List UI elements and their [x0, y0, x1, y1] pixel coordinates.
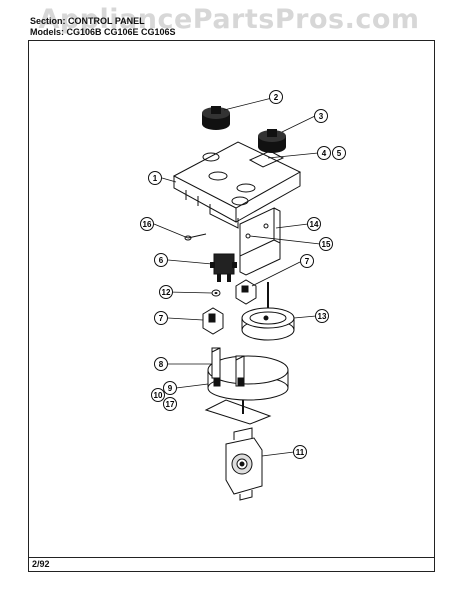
svg-text:17: 17 — [166, 400, 175, 409]
callout-12: 12 — [159, 285, 173, 299]
callout-15: 15 — [319, 237, 333, 251]
svg-text:11: 11 — [296, 448, 305, 457]
svg-text:12: 12 — [162, 288, 171, 297]
section-title: Section: CONTROL PANEL — [30, 16, 145, 26]
timer-motor-part-13 — [241, 282, 295, 341]
knob-part-3 — [258, 129, 286, 153]
callout-4: 4 — [317, 146, 331, 160]
screw-part-16 — [184, 233, 207, 241]
terminal-block-part-7-upper — [235, 279, 257, 305]
svg-text:1: 1 — [153, 174, 158, 183]
diagram-frame — [28, 40, 435, 558]
callout-14: 14 — [307, 217, 321, 231]
knob-part-2 — [202, 106, 230, 130]
bracket-part-14 — [239, 207, 281, 276]
svg-text:15: 15 — [322, 240, 331, 249]
svg-text:14: 14 — [310, 220, 319, 229]
svg-text:7: 7 — [159, 314, 164, 323]
callout-16: 16 — [140, 217, 154, 231]
svg-text:10: 10 — [154, 391, 163, 400]
callout-6: 6 — [154, 253, 168, 267]
control-panel-housing-part-1 — [172, 141, 302, 229]
svg-text:4: 4 — [322, 149, 327, 158]
svg-text:8: 8 — [159, 360, 164, 369]
callout-17: 17 — [163, 397, 177, 411]
svg-text:16: 16 — [143, 220, 152, 229]
callout-7-upper: 7 — [300, 254, 314, 268]
callout-7-lower: 7 — [154, 311, 168, 325]
callout-leaders — [153, 95, 321, 457]
diagram-footer: 2/92 — [28, 558, 435, 572]
revision-date: 2/92 — [32, 559, 50, 569]
callout-11: 11 — [293, 445, 307, 459]
callout-8: 8 — [154, 357, 168, 371]
callout-5: 5 — [332, 146, 346, 160]
switch-part-6 — [210, 253, 237, 282]
washer-part-12 — [211, 289, 221, 297]
svg-text:5: 5 — [337, 149, 342, 158]
models-line: Models: CG106B CG106E CG106S — [30, 27, 176, 37]
svg-text:3: 3 — [319, 112, 324, 121]
svg-text:13: 13 — [318, 312, 327, 321]
valve-part-11 — [225, 427, 263, 501]
thermostat-base-part-9 — [204, 347, 289, 425]
callout-13: 13 — [315, 309, 329, 323]
diagram-header: Section: CONTROL PANEL Models: CG106B CG… — [30, 16, 435, 40]
callout-2: 2 — [269, 90, 283, 104]
callout-3: 3 — [314, 109, 328, 123]
svg-text:6: 6 — [159, 256, 164, 265]
svg-text:2: 2 — [274, 93, 279, 102]
svg-text:9: 9 — [168, 384, 173, 393]
callout-9: 9 — [163, 381, 177, 395]
callout-1: 1 — [148, 171, 162, 185]
terminal-block-part-7-lower — [202, 307, 224, 335]
svg-text:7: 7 — [305, 257, 310, 266]
callout-10: 10 — [151, 388, 165, 402]
